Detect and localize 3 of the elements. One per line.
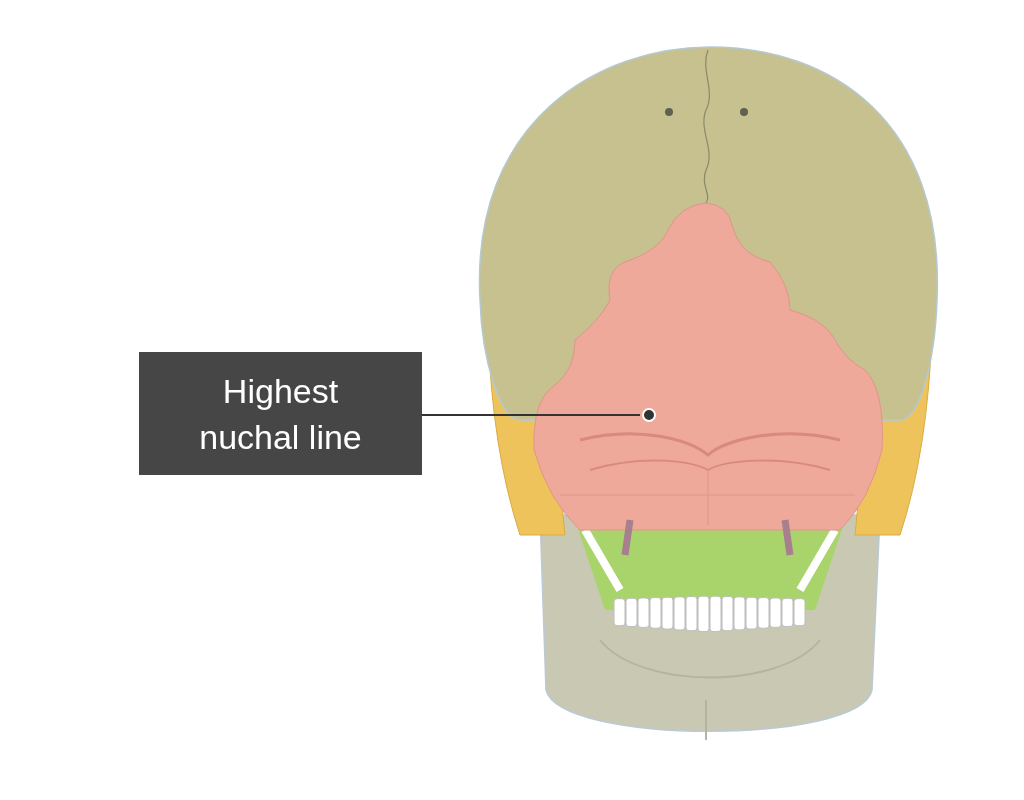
label-text: Highest nuchal line bbox=[198, 370, 363, 458]
leader-line bbox=[421, 414, 641, 416]
label-box bbox=[139, 352, 422, 475]
